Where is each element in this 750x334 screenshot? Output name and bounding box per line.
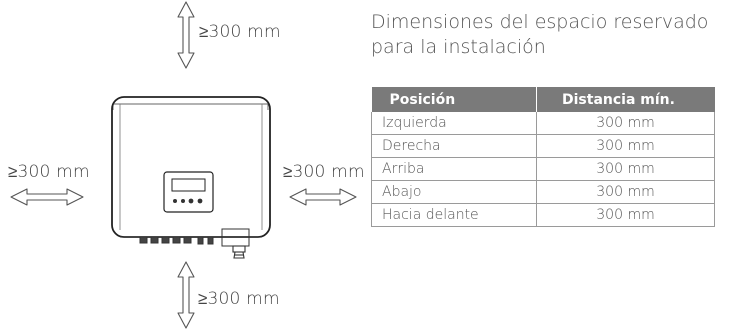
section-title-line-1: Dimensiones del espacio reservado bbox=[371, 11, 709, 33]
cell-position: Hacia delante bbox=[371, 203, 537, 227]
clearance-table: Posición Distancia mín. Izquierda 300 mm… bbox=[371, 87, 715, 227]
table-row: Hacia delante 300 mm bbox=[371, 203, 715, 227]
inverter-body bbox=[111, 96, 271, 238]
lcd-screen bbox=[171, 178, 206, 192]
section-title-line-2: para la instalación bbox=[371, 36, 546, 58]
column-header-min-distance: Distancia mín. bbox=[536, 87, 715, 112]
inverter-clearance-diagram bbox=[10, 1, 357, 329]
right-clearance-arrow bbox=[289, 188, 357, 206]
top-clearance-arrow bbox=[177, 1, 195, 69]
table-row: Derecha 300 mm bbox=[371, 134, 715, 158]
column-header-position: Posición bbox=[371, 87, 537, 112]
cell-distance: 300 mm bbox=[536, 134, 715, 158]
right-clearance-label: ≥300 mm bbox=[283, 162, 365, 182]
table-row: Izquierda 300 mm bbox=[371, 112, 715, 135]
table-row: Abajo 300 mm bbox=[371, 180, 715, 204]
cell-distance: 300 mm bbox=[536, 203, 715, 227]
cell-position: Derecha bbox=[371, 134, 537, 158]
cell-distance: 300 mm bbox=[536, 112, 715, 135]
left-clearance-arrow bbox=[10, 188, 84, 206]
cell-position: Abajo bbox=[371, 180, 537, 204]
table-row: Arriba 300 mm bbox=[371, 157, 715, 181]
bottom-clearance-arrow bbox=[177, 261, 195, 329]
connector-strip bbox=[120, 228, 262, 247]
display-panel bbox=[163, 171, 214, 213]
cell-position: Izquierda bbox=[371, 112, 537, 135]
led-indicators bbox=[173, 198, 203, 204]
inverter-device bbox=[111, 96, 271, 259]
bottom-clearance-label: ≥300 mm bbox=[198, 289, 280, 309]
cell-position: Arriba bbox=[371, 157, 537, 181]
left-clearance-label: ≥300 mm bbox=[8, 162, 90, 182]
cable-gland bbox=[232, 245, 246, 259]
cell-distance: 300 mm bbox=[536, 180, 715, 204]
section-title: Dimensiones del espacio reservado para l… bbox=[371, 10, 746, 60]
cell-distance: 300 mm bbox=[536, 157, 715, 181]
table-header-row: Posición Distancia mín. bbox=[371, 87, 715, 112]
top-clearance-label: ≥300 mm bbox=[199, 22, 281, 42]
